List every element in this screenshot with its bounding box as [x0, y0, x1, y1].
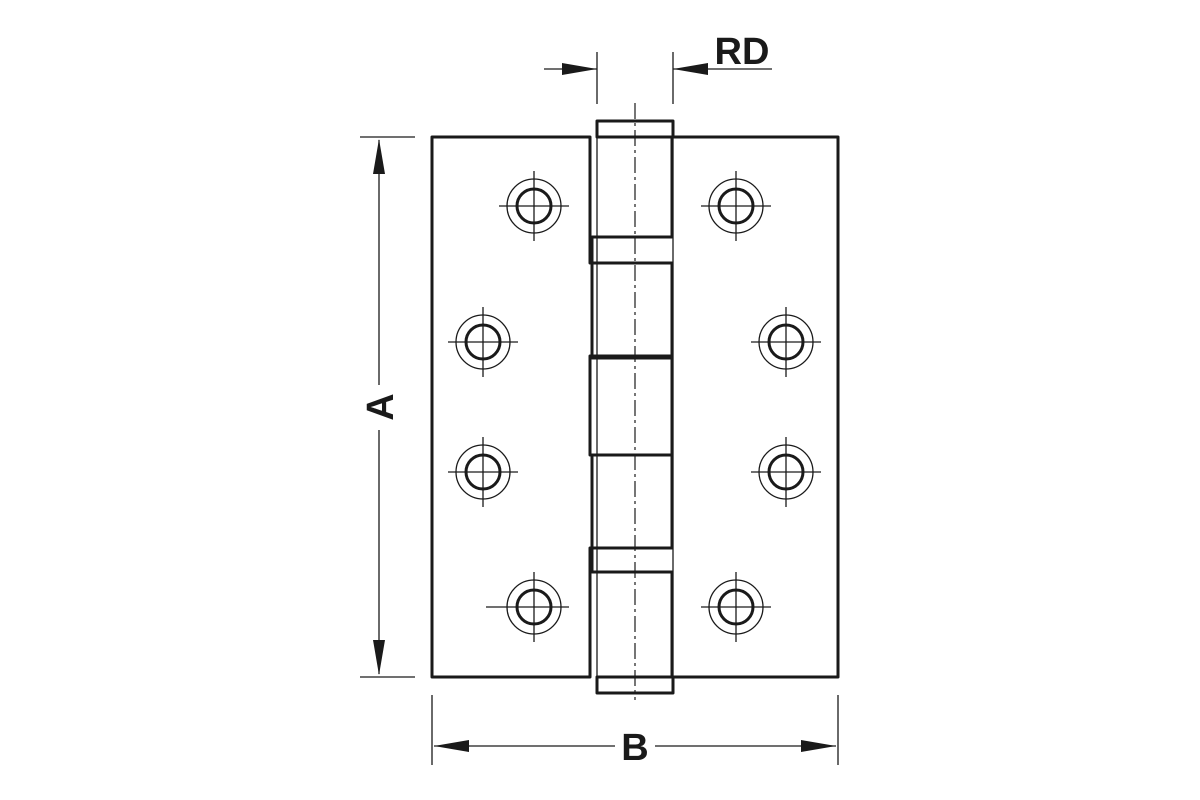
- dimension-b: B: [431, 695, 839, 769]
- screw-hole: [701, 572, 771, 642]
- screw-hole: [701, 171, 771, 241]
- screw-hole: [448, 437, 518, 507]
- dimension-label-a: A: [360, 393, 402, 420]
- dimension-a: A: [360, 136, 415, 678]
- dimension-label-rd: RD: [715, 31, 770, 73]
- right-hinge-leaf: [590, 135, 840, 679]
- screw-hole: [751, 437, 821, 507]
- screw-hole: [486, 572, 569, 642]
- dimension-rd: RD: [544, 31, 772, 104]
- screw-hole: [448, 307, 518, 377]
- screw-hole: [751, 307, 821, 377]
- dimension-label-b: B: [621, 727, 648, 769]
- left-hinge-leaf: [430, 135, 674, 679]
- screw-hole: [499, 171, 569, 241]
